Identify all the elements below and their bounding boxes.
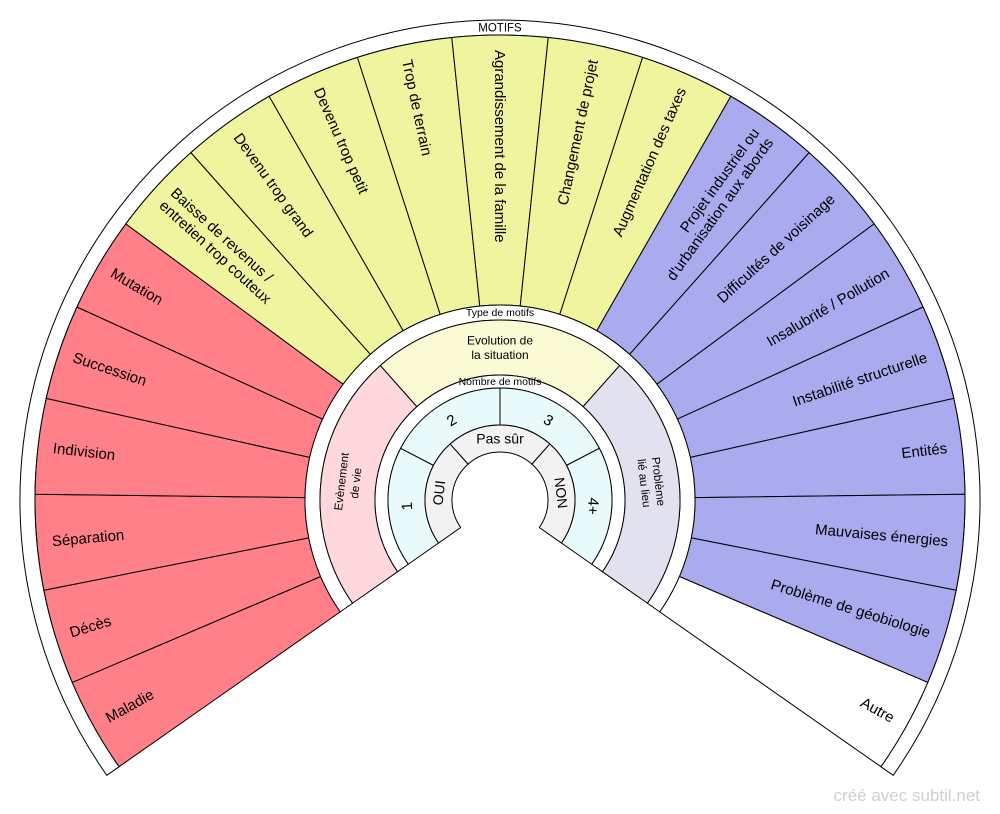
type-ring-label-line: Type de motifs (466, 307, 534, 319)
answer-label-line: NON (551, 476, 571, 509)
type-label-line: de vie (349, 467, 364, 499)
motif-label: Agrandissement de la famille (491, 50, 508, 243)
motif-label-line: Agrandissement de la famille (491, 50, 508, 243)
type-label: Problèmelié au lieu (634, 456, 666, 508)
motif-label: Séparation (51, 527, 125, 551)
answer-label: Pas sûr (476, 430, 524, 446)
motifs-ring-label: MOTIFS (478, 23, 522, 35)
motif-label-line: Entités (901, 440, 949, 462)
count-ring-label-line: Nombre de motifs (459, 376, 542, 388)
count-ring-label: Nombre de motifs (459, 376, 542, 388)
count-label: 4+ (583, 497, 601, 515)
answer-label-line: Pas sûr (476, 430, 524, 446)
answer-label: NON (551, 476, 571, 509)
motifs-ring-label-line: MOTIFS (478, 23, 522, 35)
type-label-line: lié au lieu (634, 458, 652, 508)
type-label-line: la situation (471, 348, 528, 362)
count-label-line: 4+ (583, 497, 601, 515)
answer-sector (531, 443, 576, 544)
count-label: 1 (399, 501, 417, 510)
answer-label: OUI (429, 480, 448, 507)
type-label-line: Problème (649, 456, 667, 506)
motif-label-line: Séparation (51, 527, 125, 551)
type-label-line: Evolution de (467, 333, 533, 347)
count-label-line: 1 (399, 501, 417, 510)
watermark-credit: créé avec subtil.net (833, 786, 980, 805)
type-ring-label: Type de motifs (466, 307, 534, 319)
motif-label: Entités (901, 440, 949, 462)
answer-label-line: OUI (429, 480, 448, 507)
